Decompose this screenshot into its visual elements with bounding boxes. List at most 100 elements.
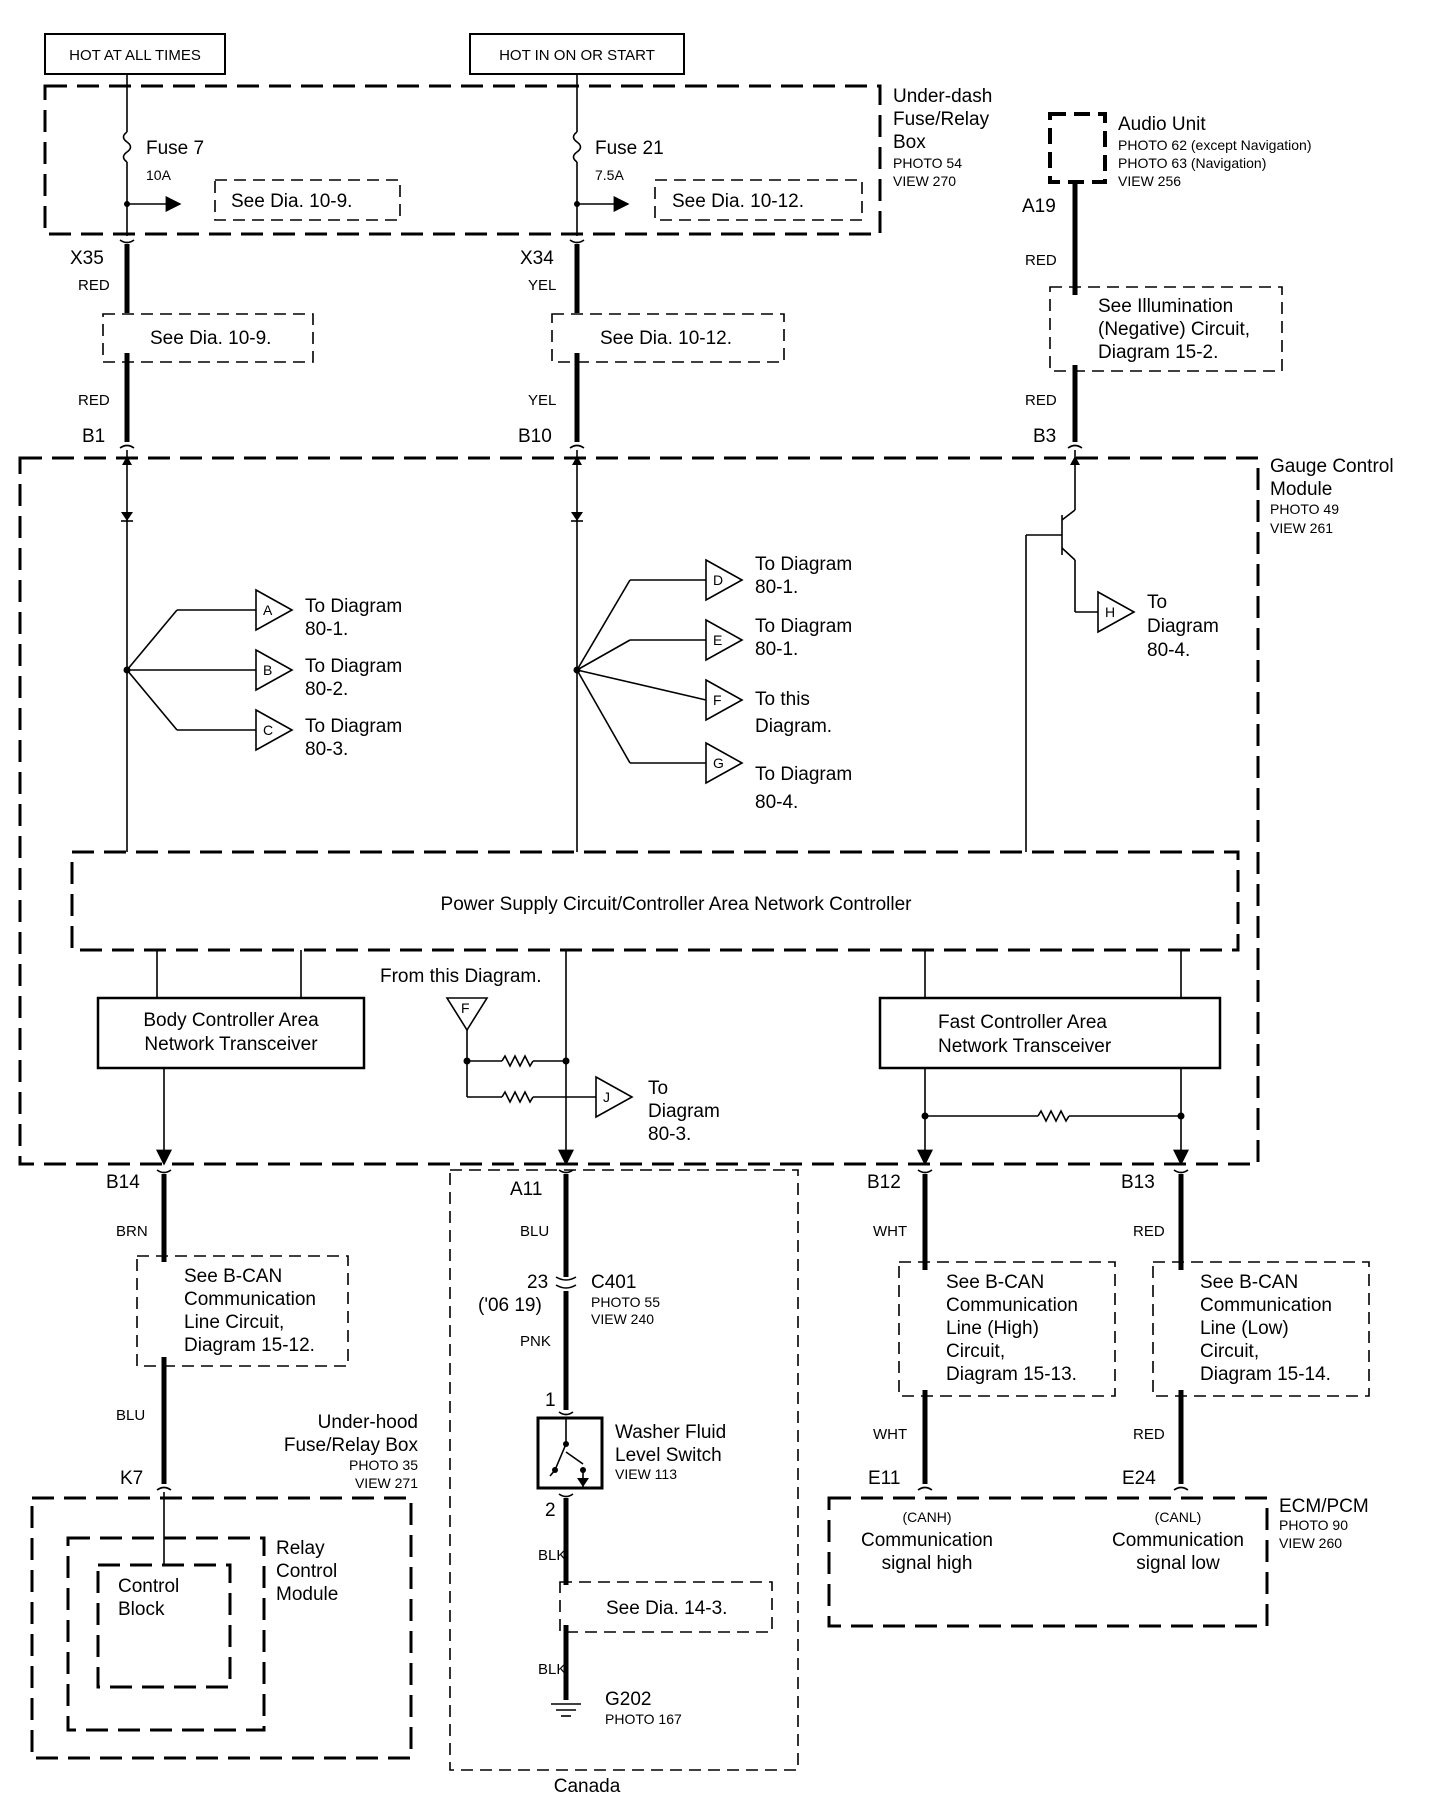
svg-text:80-1.: 80-1.: [755, 639, 798, 660]
svg-text:YEL: YEL: [528, 277, 556, 294]
svg-text:K7: K7: [120, 1468, 143, 1489]
svg-text:Network Transceiver: Network Transceiver: [144, 1034, 318, 1055]
svg-text:2: 2: [545, 1500, 556, 1521]
gcm-b10-internal: [571, 450, 707, 852]
svg-text:PHOTO 55: PHOTO 55: [591, 1294, 660, 1310]
svg-text:80-4.: 80-4.: [1147, 640, 1190, 661]
audio-unit: Audio Unit PHOTO 62 (except Navigation) …: [1022, 112, 1312, 217]
fast-can-resistor: [917, 1068, 1189, 1166]
svg-text:1: 1: [545, 1390, 556, 1411]
svg-text:C401: C401: [591, 1272, 636, 1293]
svg-text:HOT IN ON OR START: HOT IN ON OR START: [499, 47, 655, 64]
svg-text:Under-hood: Under-hood: [318, 1412, 418, 1433]
ref-d: D To Diagram 80-1.: [705, 554, 852, 602]
svg-text:G: G: [713, 755, 724, 771]
svg-text:J: J: [603, 1089, 610, 1105]
svg-text:E24: E24: [1122, 1468, 1156, 1489]
svg-text:(Negative) Circuit,: (Negative) Circuit,: [1098, 319, 1250, 340]
svg-text:(CANH): (CANH): [903, 1509, 952, 1525]
svg-text:PHOTO 63 (Navigation): PHOTO 63 (Navigation): [1118, 155, 1266, 171]
svg-text:VIEW 271: VIEW 271: [355, 1475, 418, 1491]
svg-text:PNK: PNK: [520, 1333, 551, 1350]
svg-text:Block: Block: [118, 1599, 165, 1620]
ecm-canl: (CANL) Communication signal low: [1112, 1509, 1244, 1574]
gauge-control-module: [18, 456, 1260, 1166]
gcm-b1-internal: [121, 450, 256, 852]
svg-text:80-4.: 80-4.: [755, 792, 798, 813]
svg-text:VIEW 270: VIEW 270: [893, 173, 956, 189]
svg-text:PHOTO 54: PHOTO 54: [893, 155, 962, 171]
svg-text:RED: RED: [78, 277, 110, 294]
svg-text:E11: E11: [868, 1468, 900, 1489]
svg-text:Fuse/Relay Box: Fuse/Relay Box: [284, 1435, 419, 1456]
svg-text:See Dia. 10-12.: See Dia. 10-12.: [600, 328, 732, 349]
fuse-7: Fuse 7 10A See Dia. 10-9.: [122, 131, 401, 236]
svg-text:PHOTO 62 (except Navigation): PHOTO 62 (except Navigation): [1118, 137, 1312, 153]
ref-j: J To Diagram 80-3.: [595, 1075, 720, 1145]
relay-control-module-label: Relay Control Module: [276, 1538, 338, 1605]
svg-text:Circuit,: Circuit,: [946, 1341, 1005, 1362]
svg-text:See B-CAN: See B-CAN: [1200, 1272, 1298, 1293]
svg-text:Fuse 21: Fuse 21: [595, 138, 664, 159]
svg-text:BLU: BLU: [116, 1407, 145, 1424]
svg-text:VIEW 113: VIEW 113: [615, 1466, 677, 1482]
svg-text:HOT AT ALL TIMES: HOT AT ALL TIMES: [69, 47, 201, 64]
svg-text:To Diagram: To Diagram: [755, 616, 852, 637]
svg-text:ECM/PCM: ECM/PCM: [1279, 1496, 1369, 1517]
canada-label: Canada: [554, 1776, 621, 1797]
ecm-pcm: [827, 1496, 1269, 1628]
svg-text:E: E: [713, 632, 722, 648]
svg-text:To Diagram: To Diagram: [755, 554, 852, 575]
svg-text:B12: B12: [867, 1172, 901, 1193]
svg-text:Diagram: Diagram: [648, 1101, 720, 1122]
svg-text:PHOTO 167: PHOTO 167: [605, 1711, 682, 1727]
underdash-fuse-relay-box: [43, 84, 882, 236]
ref-e: E To Diagram 80-1.: [705, 616, 852, 662]
svg-text:Line Circuit,: Line Circuit,: [184, 1312, 284, 1333]
washer-fluid-level-switch: Washer Fluid Level Switch VIEW 113: [536, 1416, 726, 1490]
svg-text:signal high: signal high: [882, 1553, 973, 1574]
svg-text:Level Switch: Level Switch: [615, 1445, 722, 1466]
svg-text:See B-CAN: See B-CAN: [184, 1266, 282, 1287]
svg-text:Box: Box: [893, 132, 926, 153]
svg-text:(CANL): (CANL): [1155, 1509, 1202, 1525]
gcm-title: Gauge Control Module PHOTO 49 VIEW 261: [1270, 456, 1394, 536]
svg-text:To Diagram: To Diagram: [305, 716, 402, 737]
svg-text:Communication: Communication: [184, 1289, 316, 1310]
ref-b: B To Diagram 80-2.: [255, 648, 402, 700]
svg-text:80-2.: 80-2.: [305, 679, 348, 700]
svg-text:To Diagram: To Diagram: [305, 596, 402, 617]
svg-text:Communication: Communication: [1112, 1530, 1244, 1551]
svg-text:From this Diagram.: From this Diagram.: [380, 966, 542, 987]
svg-text:PHOTO 90: PHOTO 90: [1279, 1517, 1348, 1533]
can-controller: Power Supply Circuit/Controller Area Net…: [70, 850, 1240, 952]
svg-text:A11: A11: [510, 1179, 542, 1200]
svg-text:To: To: [1147, 592, 1167, 613]
svg-text:B10: B10: [518, 426, 552, 447]
ecm-canh: (CANH) Communication signal high: [861, 1509, 993, 1574]
ref-f: F To this Diagram.: [705, 678, 832, 737]
svg-text:Fuse 7: Fuse 7: [146, 138, 204, 159]
svg-text:To Diagram: To Diagram: [755, 764, 852, 785]
svg-text:See B-CAN: See B-CAN: [946, 1272, 1044, 1293]
svg-text:Communication: Communication: [861, 1530, 993, 1551]
svg-text:RED: RED: [1025, 252, 1057, 269]
control-block: Control Block: [96, 1492, 232, 1689]
svg-text:Fast Controller Area: Fast Controller Area: [938, 1012, 1107, 1033]
svg-text:Control: Control: [276, 1561, 337, 1582]
svg-text:Module: Module: [1270, 479, 1332, 500]
svg-text:Diagram: Diagram: [1147, 616, 1219, 637]
svg-text:BLK: BLK: [538, 1547, 566, 1564]
svg-text:BLU: BLU: [520, 1223, 549, 1240]
svg-text:G202: G202: [605, 1689, 651, 1710]
svg-text:F: F: [713, 692, 722, 708]
svg-text:Gauge Control: Gauge Control: [1270, 456, 1394, 477]
svg-text:23: 23: [527, 1272, 548, 1293]
svg-text:WHT: WHT: [873, 1223, 907, 1240]
svg-text:Relay: Relay: [276, 1538, 325, 1559]
svg-text:Communication: Communication: [1200, 1295, 1332, 1316]
wire-x35-b1: X35 RED See Dia. 10-9. RED B1: [70, 239, 314, 449]
svg-text:RED: RED: [1025, 392, 1057, 409]
svg-text:See Dia. 10-12.: See Dia. 10-12.: [672, 191, 804, 212]
